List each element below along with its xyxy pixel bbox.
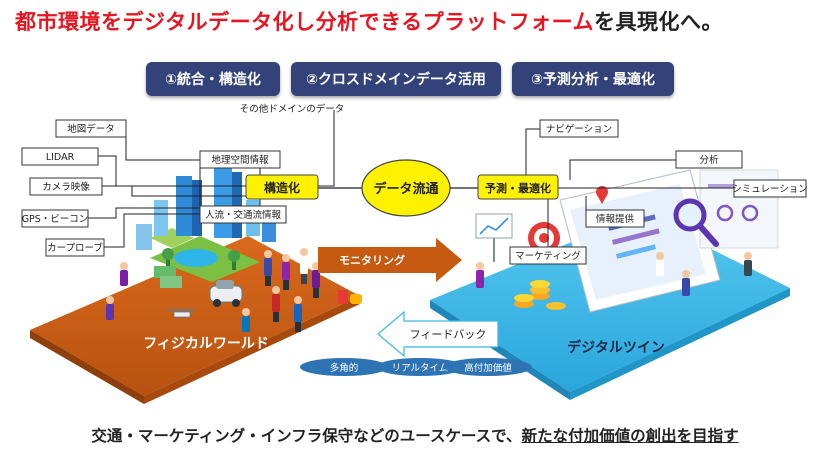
badge-multi-angle-label: 多角的 [330, 362, 359, 374]
bottom-statement: 交通・マーケティング・インフラ保守などのユースケースで、新たな付加価値の創出を目… [0, 424, 830, 446]
structuring-label: 構造化 [264, 180, 300, 195]
source-map-data: 地図データ [67, 123, 115, 135]
other-domain-label: その他ドメインのデータ [240, 103, 345, 115]
structuring-box [245, 174, 319, 200]
bottom-plain: 交通・マーケティング・インフラ保守などのユースケースで、 [91, 427, 522, 445]
physical-world-label: フィジカルワールド [143, 336, 269, 352]
pin-icon [596, 186, 608, 204]
output-simulation: シミュレーション [732, 184, 808, 195]
badge-realtime [376, 358, 464, 376]
output-analysis: 分析 [699, 154, 719, 166]
feedback-arrow [377, 310, 499, 358]
predict-box [477, 174, 559, 200]
output-info-provision: 情報提供 [596, 213, 635, 225]
title-black-part: を具現化へ。 [594, 10, 724, 34]
physical-people [106, 248, 320, 332]
data-flow-circle [361, 159, 451, 217]
step-3-pill: ③予測分析・最適化 [512, 62, 674, 96]
magnifier-icon [673, 198, 719, 247]
source-lidar: LIDAR [46, 152, 75, 163]
output-marketing: マーケティング [515, 250, 581, 262]
left-connectors [88, 110, 335, 248]
food-icon [338, 290, 362, 304]
info-people-traffic: 人流・交通流情報 [205, 209, 282, 221]
output-navigation: ナビゲーション [546, 123, 612, 135]
money-icon [154, 266, 182, 288]
step-1-pill: ①統合・構造化 [146, 62, 280, 96]
source-gps-beacon: GPS・ビーコン [22, 214, 89, 225]
physical-world-platform [30, 236, 360, 396]
chart-board-icon [475, 213, 513, 262]
title-red-part: 都市環境をデジタルデータ化し分析できるプラットフォーム [15, 10, 595, 34]
target-icon [528, 222, 560, 254]
digital-twin-label: デジタルツイン [567, 339, 665, 356]
data-flow-label: データ流通 [373, 181, 438, 197]
bottom-underlined: 新たな付加価値の創出を目指す [521, 427, 739, 445]
badge-realtime-label: リアルタイム [392, 363, 449, 374]
badge-high-value-label: 高付加価値 [464, 362, 512, 374]
info-geospatial: 地理空間情報 [211, 154, 269, 166]
step-2-pill: ②クロスドメインデータ活用 [291, 62, 501, 96]
source-car-probe: カープローブ [47, 242, 103, 254]
right-connectors [525, 128, 734, 255]
source-camera: カメラ映像 [42, 181, 90, 193]
car-icon [209, 280, 243, 307]
digital-people [476, 252, 752, 296]
monitoring-arrow [318, 238, 462, 282]
predict-label: 予測・最適化 [485, 181, 551, 195]
right-output-boxes [509, 119, 807, 265]
drone-icon [168, 309, 196, 318]
page-title: 都市環境をデジタルデータ化し分析できるプラットフォームを具現化へ。 [15, 6, 723, 36]
left-source-boxes [21, 119, 287, 257]
feedback-label: フィードバック [410, 328, 487, 341]
coins-icon [514, 280, 566, 310]
monitoring-label: モニタリング [339, 253, 405, 267]
badge-multi-angle [300, 358, 388, 376]
badge-high-value [444, 358, 532, 376]
